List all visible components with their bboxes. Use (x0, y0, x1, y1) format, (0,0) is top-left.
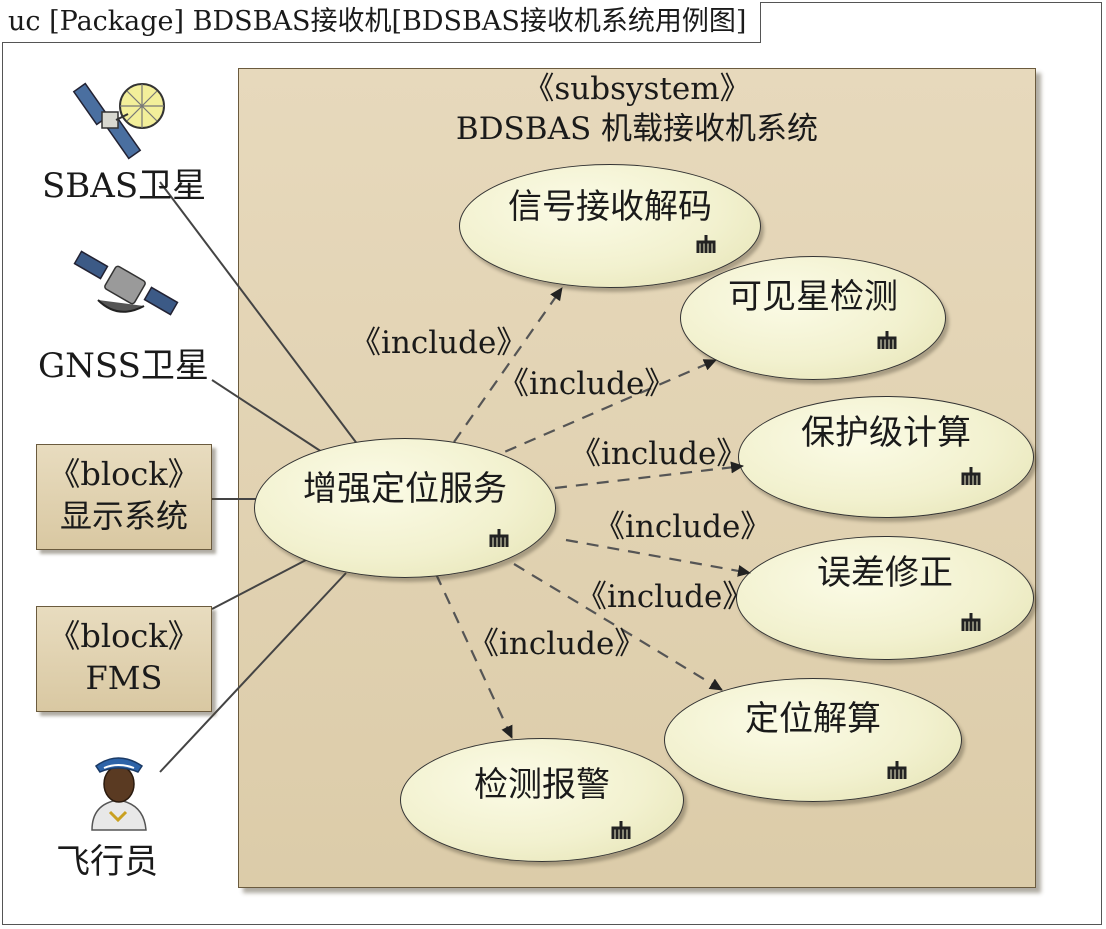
include-protection (554, 461, 744, 490)
use-case-enhanced-positioning[interactable]: 增强定位服务 (254, 438, 556, 578)
diagram-title: uc [Package] BDSBAS接收机[BDSBAS接收机系统用例图] (2, 2, 762, 43)
assoc-sbas (159, 181, 359, 446)
include-label-visible: 《include》 (498, 366, 676, 402)
block-fms[interactable]: 《block》 FMS (36, 606, 212, 712)
include-label-position: 《include》 (576, 579, 754, 615)
block-display-stereotype: 《block》 (48, 455, 200, 493)
actor-gnss-label: GNSS卫星 (38, 346, 209, 386)
fork-icon (489, 529, 509, 547)
use-case-protection-level[interactable]: 保护级计算 (738, 396, 1034, 518)
block-display-system[interactable]: 《block》 显示系统 (36, 444, 212, 550)
fork-icon (611, 821, 631, 839)
block-fms-name: FMS (85, 659, 163, 697)
use-case-error-correction[interactable]: 误差修正 (736, 536, 1034, 660)
use-case-visible-sat[interactable]: 可见星检测 (680, 256, 946, 380)
use-case-detect-alarm[interactable]: 检测报警 (400, 738, 684, 862)
include-error (565, 538, 751, 577)
assoc-pilot (159, 572, 347, 773)
use-case-position-solve[interactable]: 定位解算 (664, 678, 962, 802)
include-alarm (435, 573, 513, 739)
include-signal (453, 287, 563, 443)
include-label-signal: 《include》 (350, 325, 528, 361)
include-label-alarm: 《include》 (468, 626, 646, 662)
actor-pilot-label: 飞行员 (56, 842, 158, 882)
subsystem-stereotype: 《subsystem》 (523, 71, 751, 107)
assoc-fms (211, 559, 307, 610)
include-label-protection: 《include》 (570, 436, 748, 472)
subsystem-name: BDSBAS 机载接收机系统 (455, 111, 819, 147)
fork-icon (877, 331, 897, 349)
block-fms-stereotype: 《block》 (48, 617, 200, 655)
include-label-error: 《include》 (594, 509, 772, 545)
actor-sbas-label: SBAS卫星 (42, 166, 207, 206)
block-display-name: 显示系统 (59, 497, 188, 535)
fork-icon (961, 467, 981, 485)
fork-icon (887, 761, 907, 779)
assoc-gnss (211, 379, 323, 453)
fork-icon (696, 235, 716, 253)
use-case-signal-decode[interactable]: 信号接收解码 (459, 164, 761, 288)
fork-icon (961, 613, 981, 631)
